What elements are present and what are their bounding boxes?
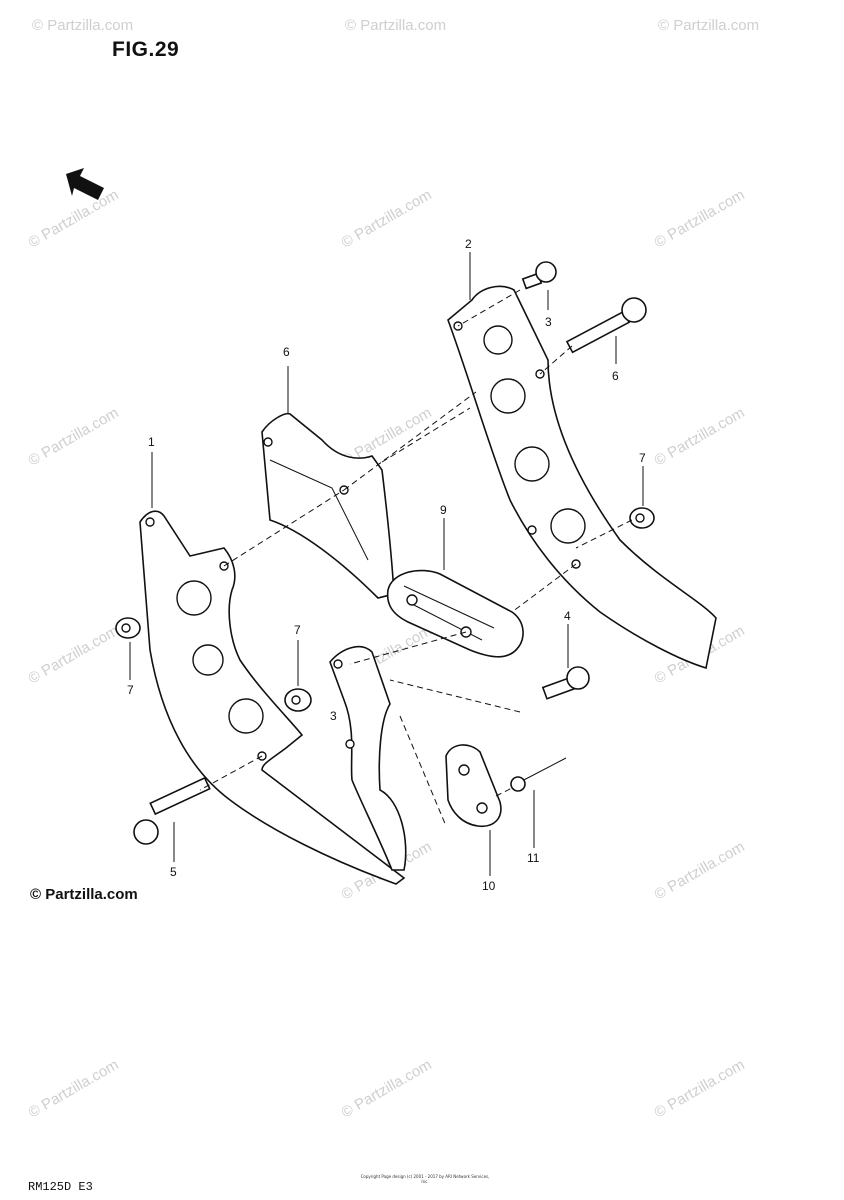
- watermark: © Partzilla.com: [339, 1056, 435, 1121]
- part-cover-plate: [261, 412, 395, 599]
- watermark: © Partzilla.com: [26, 1056, 122, 1121]
- callout-7-left: 7: [127, 683, 134, 697]
- watermark: © Partzilla.com: [345, 17, 446, 34]
- part-nut-7-right: [629, 507, 655, 529]
- figure-title: FIG.29: [112, 38, 180, 61]
- part-nut-7-left: [115, 617, 141, 639]
- callout-4: 4: [564, 609, 571, 623]
- part-screw-11: [510, 757, 567, 792]
- callout-9: 9: [440, 503, 447, 517]
- callout-3: 3: [545, 315, 552, 329]
- watermark: © Partzilla.com: [26, 404, 122, 469]
- part-nut-7-center: [284, 688, 312, 712]
- part-left-plate: [139, 510, 406, 885]
- part-right-plate: [447, 285, 717, 670]
- callouts: 2 3 6 6 1 7 9 7 7 3 4 5 10 11: [127, 237, 646, 893]
- copyright-label: © Partzilla.com: [30, 886, 138, 903]
- part-bolt-6: [565, 297, 647, 354]
- part-pad: [445, 744, 502, 827]
- watermark: © Partzilla.com: [339, 186, 435, 251]
- callout-2: 2: [465, 237, 472, 251]
- part-bolt-3-upper: [521, 261, 557, 290]
- callout-6-bolt: 6: [612, 369, 619, 383]
- footer-note: Copyright Page design (c) 2001 - 2017 by…: [360, 1174, 490, 1184]
- watermark: © Partzilla.com: [652, 838, 748, 903]
- callout-1: 1: [148, 435, 155, 449]
- part-bolt-5: [133, 776, 211, 845]
- assembly-lines: [199, 289, 633, 827]
- leader-lines: [129, 252, 644, 876]
- watermark: © Partzilla.com: [32, 17, 133, 34]
- watermark: © Partzilla.com: [652, 186, 748, 251]
- callout-10: 10: [482, 879, 496, 893]
- callout-6-cover: 6: [283, 345, 290, 359]
- watermark: © Partzilla.com: [652, 404, 748, 469]
- callout-7-center: 7: [294, 623, 301, 637]
- callout-3-center: 3: [330, 709, 337, 723]
- part-bracket: [329, 645, 407, 871]
- model-code: RM125D E3: [28, 1180, 93, 1194]
- front-direction-arrow-icon: [66, 168, 104, 200]
- part-cushion: [386, 569, 524, 658]
- callout-5: 5: [170, 865, 177, 879]
- watermark: © Partzilla.com: [652, 1056, 748, 1121]
- watermark: © Partzilla.com: [658, 17, 759, 34]
- callout-7-right: 7: [639, 451, 646, 465]
- part-bolt-4: [541, 666, 590, 700]
- watermark: © Partzilla.com: [26, 186, 122, 251]
- callout-11: 11: [527, 851, 540, 865]
- watermark: © Partzilla.com: [26, 622, 122, 687]
